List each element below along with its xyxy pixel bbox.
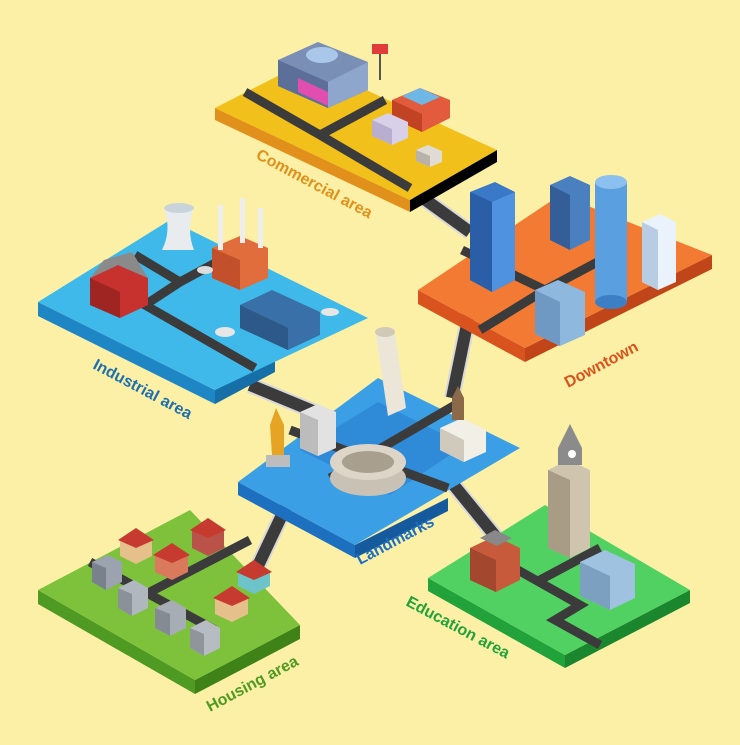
white-tower — [642, 214, 676, 290]
small-store-building — [372, 113, 408, 145]
landmarks-platform-side-right — [355, 498, 448, 558]
leaning-tower — [375, 327, 406, 416]
downtown-platform-top — [418, 195, 712, 348]
housing-district — [38, 510, 300, 694]
tanks — [197, 266, 339, 337]
houses — [92, 518, 272, 656]
statue — [266, 408, 290, 467]
school-building — [470, 530, 520, 592]
skyscraper-2 — [550, 176, 590, 250]
label-downtown: Downtown — [562, 339, 641, 392]
library-building — [580, 550, 635, 610]
round-tower — [595, 175, 627, 309]
church — [440, 386, 486, 462]
curved-office — [535, 280, 585, 346]
industrial-platform-side-right — [215, 358, 275, 404]
education-platform-side — [428, 578, 565, 668]
industrial-district — [38, 198, 368, 404]
commercial-district — [215, 42, 497, 212]
sign-pole-icon — [372, 44, 388, 80]
education-district — [428, 424, 690, 668]
commercial-platform-side — [215, 108, 410, 212]
kiosk-building — [416, 145, 442, 167]
office-building — [300, 404, 336, 456]
downtown-district — [418, 175, 712, 362]
industrial-platform-side — [38, 302, 215, 404]
shopping-mall-building — [278, 42, 368, 108]
education-platform-side-right — [565, 590, 690, 668]
clock-tower — [548, 424, 590, 558]
skyscraper-1 — [470, 182, 515, 292]
landmarks-platform-side — [238, 482, 355, 558]
power-plant — [212, 198, 268, 290]
barn-building — [90, 252, 148, 318]
colosseum — [330, 444, 406, 496]
shop-building — [392, 88, 450, 132]
housing-platform-side — [38, 590, 195, 694]
housing-platform-top — [38, 510, 300, 680]
housing-platform-side-right — [195, 625, 300, 694]
commercial-platform-side-right — [410, 150, 497, 212]
cooling-tower — [162, 203, 194, 250]
warehouse-building — [240, 290, 320, 350]
industrial-platform-top — [38, 220, 368, 390]
downtown-platform-side — [418, 290, 525, 362]
landmarks-district — [238, 327, 520, 558]
